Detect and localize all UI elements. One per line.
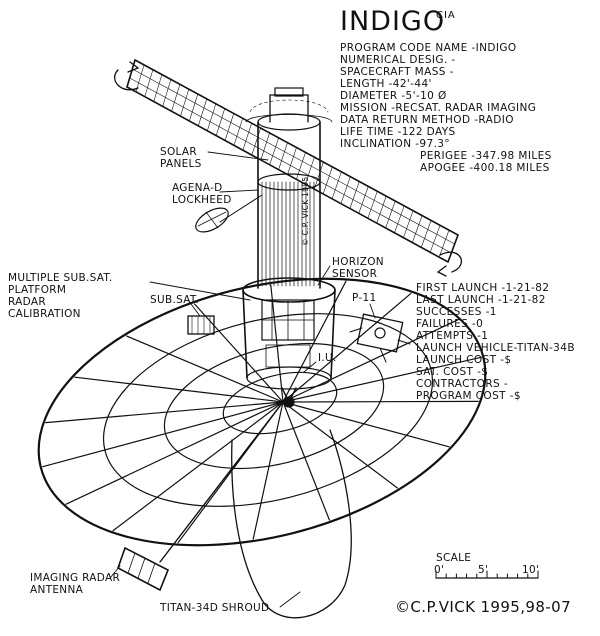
label-vertical-credit: © C.P. VICK 1995 — [301, 176, 310, 246]
launch-attempts: ATTEMPTS -1 — [416, 330, 489, 342]
scale-tick-10: 10' — [522, 564, 540, 576]
scale-tick-0: 0' — [434, 564, 445, 576]
launch-vehicle: LAUNCH VEHICLE-TITAN-34B — [416, 342, 575, 354]
label-sub-sat: SUB.SAT. — [150, 294, 200, 306]
sat-cost: SAT. COST -$ — [416, 366, 489, 378]
spec-mission: MISSION -RECSAT. RADAR IMAGING — [340, 102, 537, 114]
label-imaging-radar: IMAGING RADAR ANTENNA — [30, 572, 121, 596]
titan-shroud-outline — [231, 429, 352, 619]
spec-data-return: DATA RETURN METHOD -RADIO — [340, 114, 514, 126]
label-p11: P-11 — [352, 292, 377, 304]
spec-diameter: DIAMETER -5'-10 Ø — [340, 90, 447, 102]
launch-failures: FAILURES -0 — [416, 318, 484, 330]
equipment-section — [242, 277, 336, 408]
agency-label: CIA — [436, 10, 456, 21]
radar-dish — [37, 277, 487, 547]
agena-antenna — [195, 194, 263, 233]
launch-last: LAST LAUNCH -1-21-82 — [416, 294, 546, 306]
scale-label: SCALE — [436, 552, 472, 564]
spec-numerical-desig: NUMERICAL DESIG. - — [340, 54, 456, 66]
spec-spacecraft-mass: SPACECRAFT MASS - — [340, 66, 454, 78]
scale-tick-5: 5' — [478, 564, 489, 576]
p11-satellite — [349, 313, 411, 363]
label-multiple-sub-sat: MULTIPLE SUB.SAT. PLATFORM RADAR CALIBRA… — [8, 272, 113, 320]
program-cost: PROGRAM COST -$ — [416, 390, 521, 402]
credit-line: ©C.P.VICK 1995,98-07 — [395, 598, 572, 616]
launch-cost: LAUNCH COST -$ — [416, 354, 512, 366]
label-shroud: TITAN-34D SHROUD — [160, 602, 270, 614]
label-solar-panels: SOLAR PANELS — [160, 146, 202, 170]
spec-program-code: PROGRAM CODE NAME -INDIGO — [340, 42, 517, 54]
spec-life-time: LIFE TIME -122 DAYS — [340, 126, 456, 138]
imaging-radar-antenna — [117, 401, 284, 592]
spec-apogee: APOGEE -400.18 MILES — [420, 162, 550, 174]
label-horizon-sensor: HORIZON SENSOR — [332, 256, 384, 280]
sub-satellite — [187, 315, 215, 335]
scale-bar — [435, 570, 539, 579]
spec-perigee: PERIGEE -347.98 MILES — [420, 150, 552, 162]
launch-successes: SUCCESSES -1 — [416, 306, 497, 318]
solar-panel-array — [126, 58, 459, 264]
page-title: INDIGO — [340, 6, 446, 37]
agena-body — [245, 87, 333, 289]
label-iu: I.U. — [318, 352, 337, 364]
contractors: CONTRACTORS - — [416, 378, 509, 390]
launch-first: FIRST LAUNCH -1-21-82 — [416, 282, 550, 294]
spec-length: LENGTH -42'-44' — [340, 78, 432, 90]
label-agena: AGENA-D LOCKHEED — [172, 182, 232, 206]
spec-inclination: INCLINATION -97.3° — [340, 138, 451, 150]
